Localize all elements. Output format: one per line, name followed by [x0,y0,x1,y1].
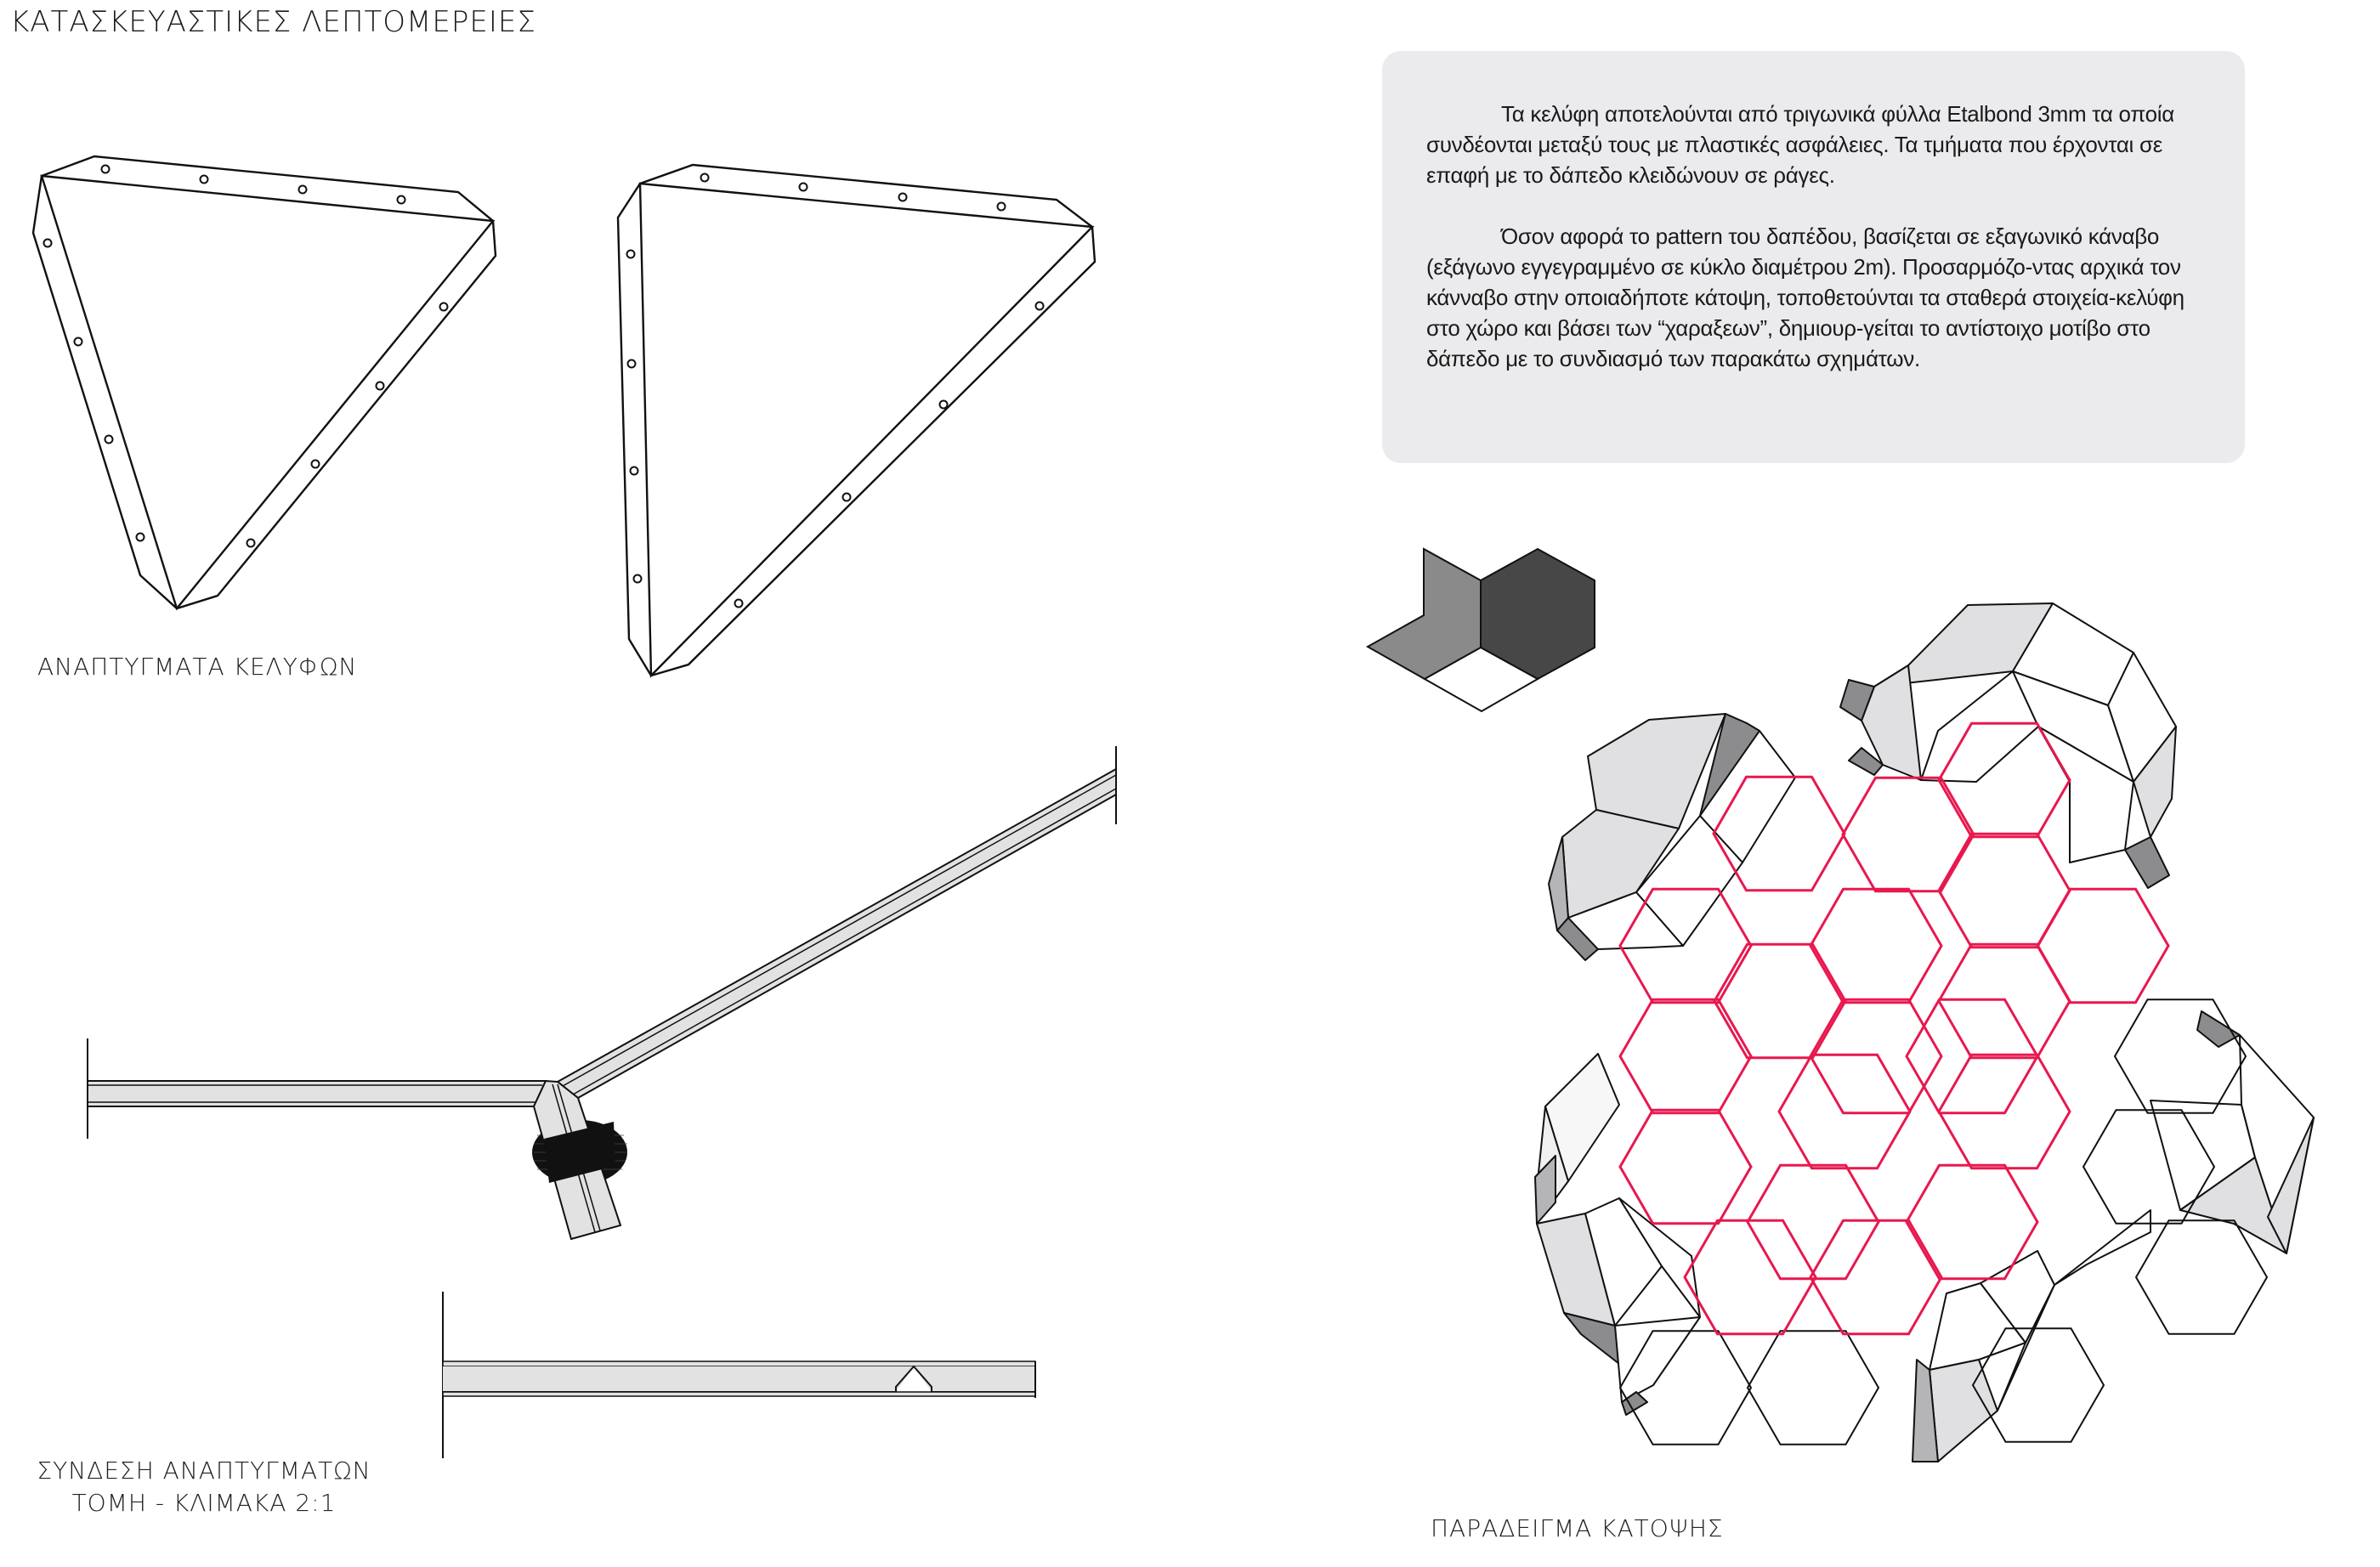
floor-plan-example [1534,602,2315,1462]
hexagonal-floor-grid [1618,721,2170,1336]
shells-caption: ΑΝΑΠΤΥΓΜΑΤΑ ΚΕΛΥΦΩΝ [37,653,358,681]
panel-section-notch [442,1292,1036,1458]
joint-caption: ΣΥΝΔΕΣΗ ΑΝΑΠΤΥΓΜΑΤΩΝ ΤΟΜΗ - ΚΛΙΜΑΚΑ 2:1 [26,1455,382,1519]
plan-caption: ΠΑΡΑΔΕΙΓΜΑ ΚΑΤΟΨΗΣ [1431,1514,1724,1542]
tile-shapes-legend [1365,547,1595,713]
faceted-shells [1534,602,2315,1462]
shell-unfolding-1 [31,155,497,611]
tile-rhombus [1422,646,1540,713]
shell-base-hexagons [1618,998,2269,1445]
shell-unfolding-2 [616,163,1096,678]
joint-caption-line-2: ΤΟΜΗ - ΚΛΙΜΑΚΑ 2:1 [71,1489,337,1517]
joint-section-detail [87,746,1117,1241]
description-panel: Τα κελύφη αποτελούνται από τριγωνικά φύλ… [1382,51,2245,463]
description-paragraph-1: Τα κελύφη αποτελούνται από τριγωνικά φύλ… [1426,101,2174,188]
page-title: ΚΑΤΑΣΚΕΥΑΣΤΙΚΕΣ ΛΕΠΤΟΜΕΡΕΙΕΣ [10,5,536,39]
joint-caption-line-1: ΣΥΝΔΕΣΗ ΑΝΑΠΤΥΓΜΑΤΩΝ [37,1457,371,1485]
description-paragraph-2: Όσον αφορά το pattern του δαπέδου, βασίζ… [1426,223,2184,371]
